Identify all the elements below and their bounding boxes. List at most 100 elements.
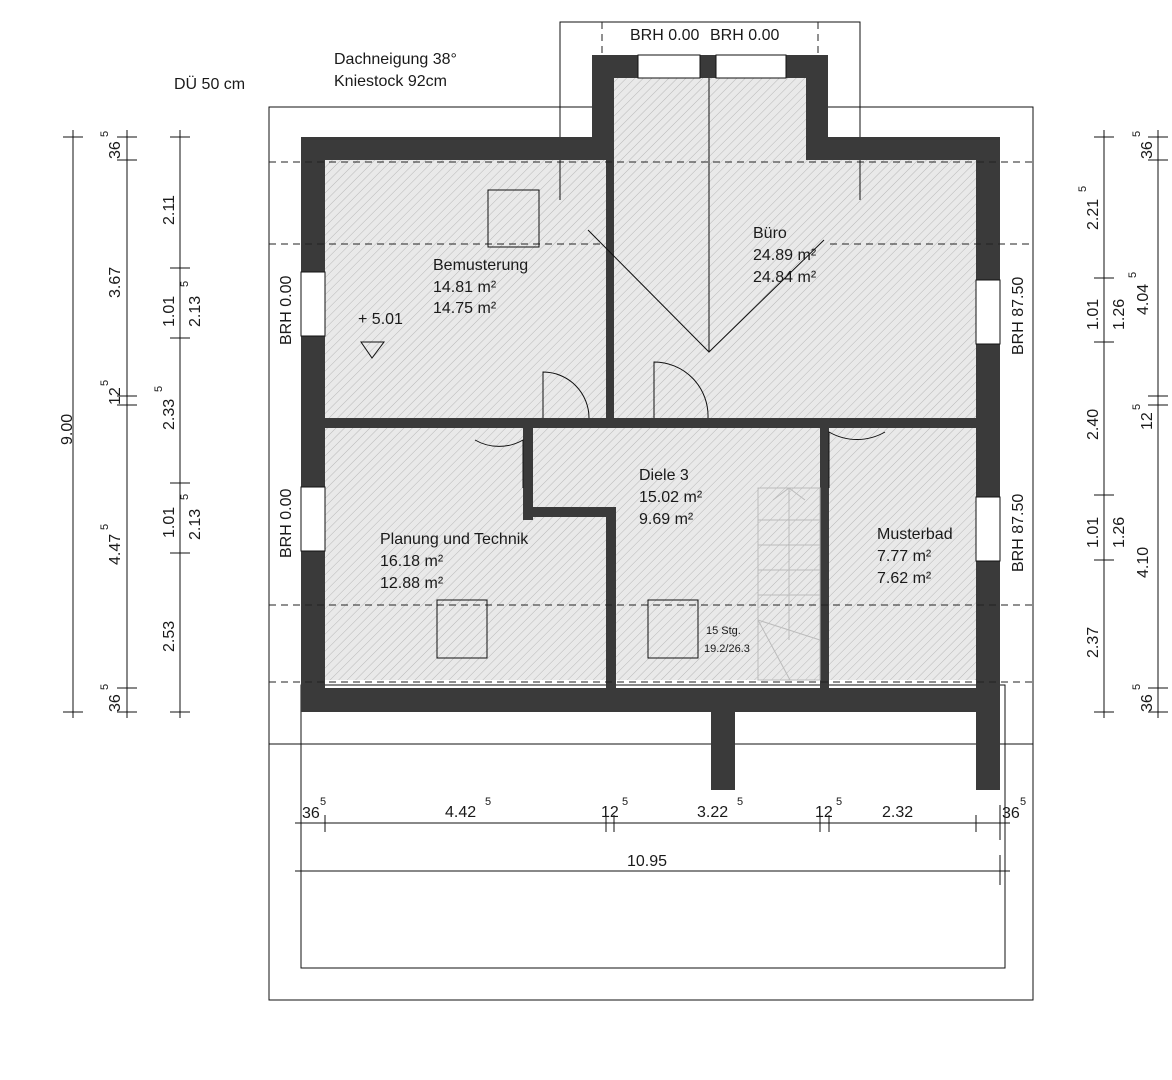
svg-text:10.95: 10.95 — [627, 853, 667, 870]
svg-text:1.26: 1.26 — [1111, 299, 1128, 330]
svg-text:24.84 m²: 24.84 m² — [753, 269, 817, 286]
svg-text:36: 36 — [107, 694, 124, 712]
svg-text:36: 36 — [1139, 694, 1156, 712]
level-mark: + 5.01 — [358, 311, 403, 328]
svg-text:12: 12 — [107, 387, 124, 405]
svg-text:7.77 m²: 7.77 m² — [877, 548, 932, 565]
svg-text:12: 12 — [815, 804, 833, 821]
svg-text:Diele 3: Diele 3 — [639, 467, 689, 484]
svg-text:5: 5 — [485, 796, 491, 808]
svg-text:36: 36 — [302, 805, 320, 822]
svg-text:16.18 m²: 16.18 m² — [380, 553, 444, 570]
svg-text:5: 5 — [179, 281, 191, 287]
svg-text:4.10: 4.10 — [1135, 547, 1152, 578]
svg-text:5: 5 — [320, 796, 326, 808]
svg-text:5: 5 — [1020, 796, 1026, 808]
svg-text:2.37: 2.37 — [1085, 627, 1102, 658]
svg-text:Büro: Büro — [753, 225, 787, 242]
roof-pitch-label: Dachneigung 38° — [334, 51, 457, 68]
svg-text:7.62 m²: 7.62 m² — [877, 570, 932, 587]
svg-text:14.75 m²: 14.75 m² — [433, 300, 497, 317]
svg-text:Planung und Technik: Planung und Technik — [380, 531, 529, 548]
svg-text:1.01: 1.01 — [1085, 299, 1102, 330]
svg-text:2.53: 2.53 — [161, 621, 178, 652]
svg-text:2.13: 2.13 — [187, 509, 204, 540]
window-brh-right-top: BRH 87.50 — [1010, 277, 1027, 355]
room-label-musterbad: Musterbad 7.77 m² 7.62 m² — [877, 526, 953, 587]
level-triangle-icon — [360, 341, 385, 359]
svg-text:2.33: 2.33 — [161, 399, 178, 430]
svg-text:5: 5 — [1131, 131, 1143, 137]
dimension-right-inner: 2.21 5 1.01 2.40 1.01 2.37 — [1077, 130, 1114, 718]
svg-text:3.67: 3.67 — [107, 267, 124, 298]
outer-walls — [301, 55, 1000, 790]
svg-text:1.26: 1.26 — [1111, 517, 1128, 548]
svg-text:Bemusterung: Bemusterung — [433, 257, 528, 274]
svg-text:12: 12 — [1139, 412, 1156, 430]
svg-text:5: 5 — [1077, 186, 1089, 192]
svg-text:5: 5 — [1131, 404, 1143, 410]
svg-text:Musterbad: Musterbad — [877, 526, 953, 543]
dimension-left-outer: 9.00 36 5 3.67 12 5 4.47 5 36 5 — [59, 130, 137, 718]
svg-text:2.13: 2.13 — [187, 296, 204, 327]
svg-text:2.40: 2.40 — [1085, 409, 1102, 440]
room-diele — [533, 428, 820, 680]
dimension-right-mid: 1.26 1.26 — [1111, 299, 1128, 548]
staircase — [757, 487, 821, 681]
svg-text:5: 5 — [737, 796, 743, 808]
svg-text:3.22: 3.22 — [697, 804, 728, 821]
svg-text:24.89 m²: 24.89 m² — [753, 247, 817, 264]
svg-text:5: 5 — [622, 796, 628, 808]
svg-text:1.01: 1.01 — [1085, 517, 1102, 548]
window-brh-left-bottom: BRH 0.00 — [278, 489, 295, 558]
svg-text:2.21: 2.21 — [1085, 199, 1102, 230]
svg-text:36: 36 — [107, 141, 124, 159]
svg-text:2.32: 2.32 — [882, 804, 913, 821]
room-label-diele: Diele 3 15.02 m² 9.69 m² — [639, 467, 703, 528]
knee-wall-label: Kniestock 92cm — [334, 73, 447, 90]
svg-text:4.42: 4.42 — [445, 804, 476, 821]
dormer-brh-right: BRH 0.00 — [710, 27, 779, 44]
stair-ratio: 19.2/26.3 — [704, 643, 750, 655]
doors — [474, 361, 886, 488]
svg-text:12.88 m²: 12.88 m² — [380, 575, 444, 592]
svg-text:36: 36 — [1139, 141, 1156, 159]
svg-text:4.47: 4.47 — [107, 534, 124, 565]
dimension-bottom-chain: 36 5 4.42 5 12 5 3.22 5 12 5 2.32 36 5 — [295, 796, 1026, 840]
svg-text:1.01: 1.01 — [161, 296, 178, 327]
room-musterbad — [829, 428, 976, 680]
svg-text:2.11: 2.11 — [161, 195, 178, 225]
window-brh-right-bottom: BRH 87.50 — [1010, 494, 1027, 572]
svg-text:5: 5 — [836, 796, 842, 808]
svg-text:1.01: 1.01 — [161, 507, 178, 538]
room-buero — [614, 78, 976, 418]
roof-overhang-label: DÜ 50 cm — [174, 75, 245, 93]
svg-text:9.69 m²: 9.69 m² — [639, 511, 694, 528]
svg-text:5: 5 — [99, 524, 111, 530]
svg-text:5: 5 — [179, 494, 191, 500]
svg-text:15.02 m²: 15.02 m² — [639, 489, 703, 506]
svg-text:5: 5 — [99, 684, 111, 690]
room-label-bemusterung: Bemusterung 14.81 m² 14.75 m² — [433, 257, 528, 317]
window-brh-left-top: BRH 0.00 — [278, 276, 295, 345]
svg-text:5: 5 — [1131, 684, 1143, 690]
svg-text:5: 5 — [99, 380, 111, 386]
interior-walls — [325, 160, 976, 688]
windows — [300, 54, 1001, 562]
svg-text:5: 5 — [1127, 272, 1139, 278]
room-label-buero: Büro 24.89 m² 24.84 m² — [753, 225, 817, 286]
svg-text:9.00: 9.00 — [59, 414, 76, 445]
dormer-brh-left: BRH 0.00 — [630, 27, 699, 44]
roof-windows — [436, 189, 699, 659]
svg-text:12: 12 — [601, 804, 619, 821]
stair-steps: 15 Stg. — [706, 625, 741, 637]
terrace-outline — [300, 684, 1006, 969]
svg-text:5: 5 — [153, 386, 165, 392]
svg-text:36: 36 — [1002, 805, 1020, 822]
dimension-bottom-total: 10.95 — [295, 853, 1010, 885]
svg-text:5: 5 — [99, 131, 111, 137]
dimension-right-outer: 36 5 4.04 5 12 5 4.10 36 5 — [1127, 130, 1168, 718]
dimension-left-inner: 2.11 1.01 2.13 5 2.33 5 1.01 2.13 5 2.53 — [153, 130, 204, 718]
svg-text:4.04: 4.04 — [1135, 284, 1152, 315]
